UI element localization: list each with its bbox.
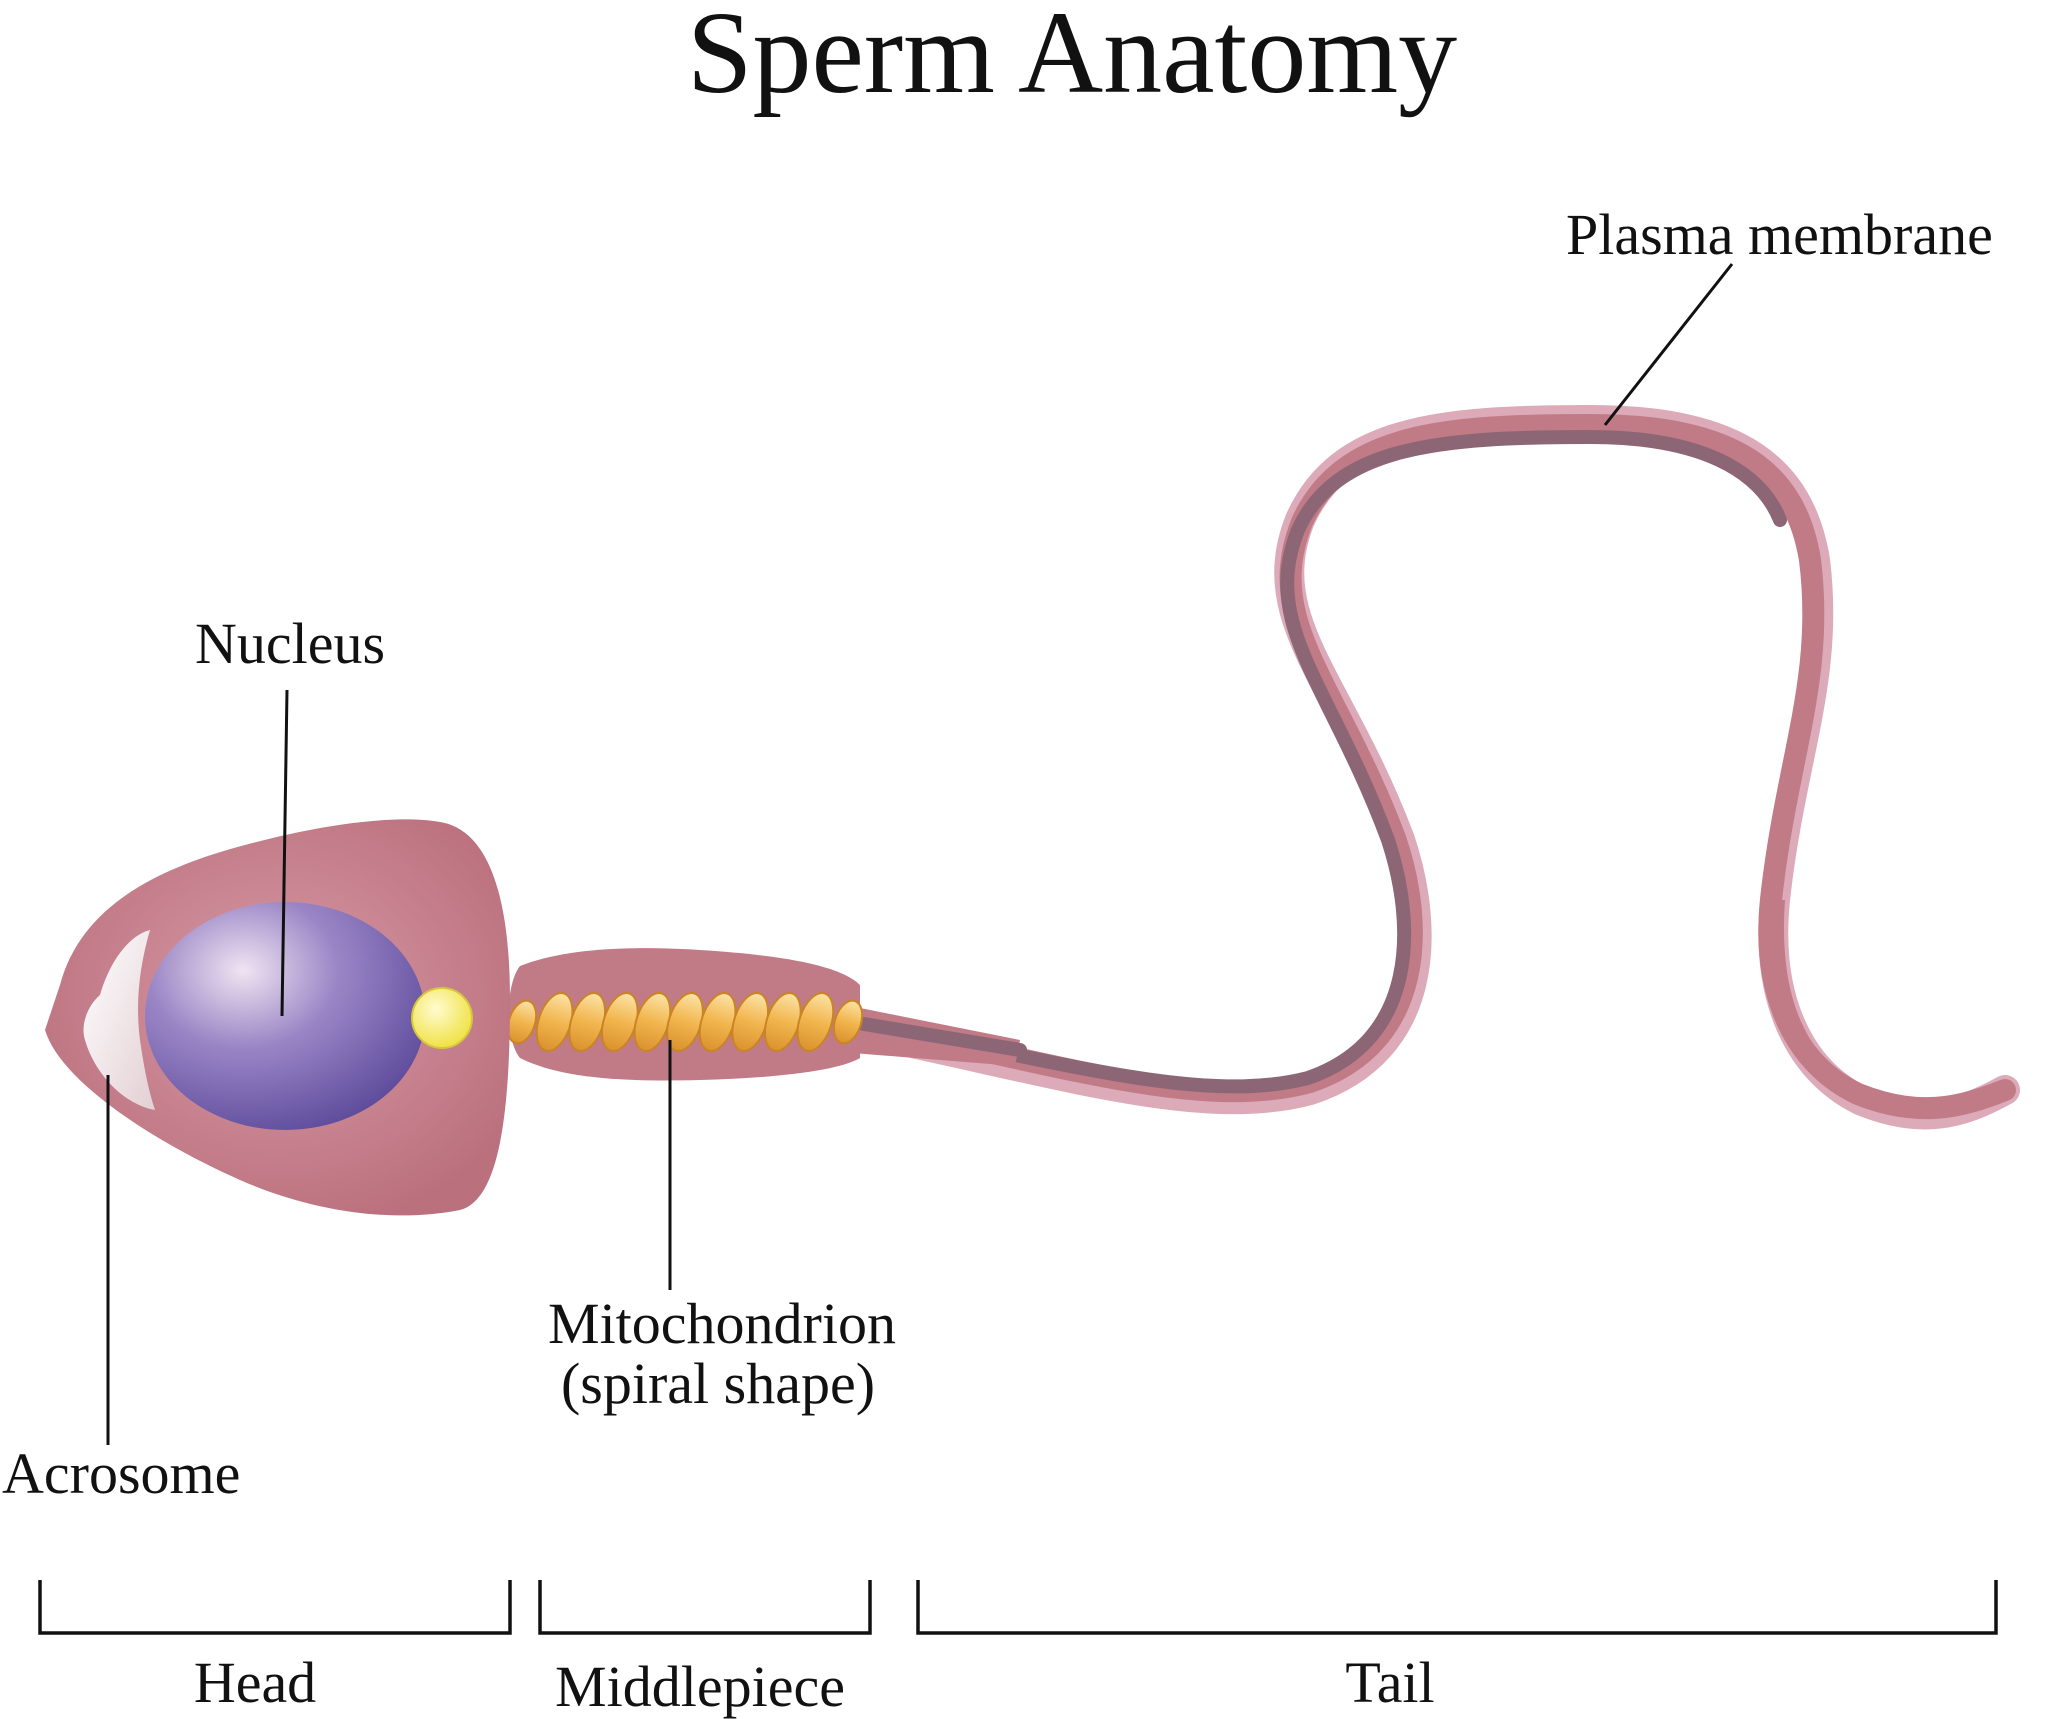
acrosome-label: Acrosome: [2, 1441, 240, 1506]
nucleus-label: Nucleus: [195, 611, 385, 676]
middlepiece: [506, 948, 864, 1081]
tail-plasma-membrane: [839, 413, 2016, 1120]
mitochondrion-coil: [832, 999, 864, 1045]
neck-axoneme: [833, 1013, 1027, 1057]
nucleus-leader-line: [280, 689, 289, 1017]
head: [45, 819, 510, 1216]
head-bracket: [38, 1580, 512, 1635]
tail: [835, 404, 2020, 1130]
tail-bracket: [916, 1580, 1998, 1635]
mitochondrion-label: Mitochondrion: [548, 1291, 896, 1356]
page-title: Sperm Anatomy: [687, 0, 1457, 118]
plasma-membrane-label: Plasma membrane: [1566, 202, 1993, 267]
tail-axoneme: [843, 429, 1787, 1094]
middlepiece-section-label: Middlepiece: [555, 1654, 845, 1719]
centriole: [411, 987, 473, 1049]
mitochondrion-spiral: [506, 992, 864, 1052]
tail-plasma-membrane-light: [835, 404, 2020, 1130]
middlepiece-bracket: [538, 1580, 872, 1635]
tail-end: [1769, 900, 2005, 1109]
mitochondrion-coil: [796, 992, 835, 1052]
mitochondrion-sublabel: (spiral shape): [561, 1351, 875, 1416]
tail-section-label: Tail: [1345, 1650, 1434, 1715]
acrosome: [83, 930, 155, 1110]
nucleus: [145, 902, 425, 1130]
head-section-label: Head: [194, 1650, 316, 1715]
plasma-membrane-leader-line: [1603, 263, 1734, 426]
